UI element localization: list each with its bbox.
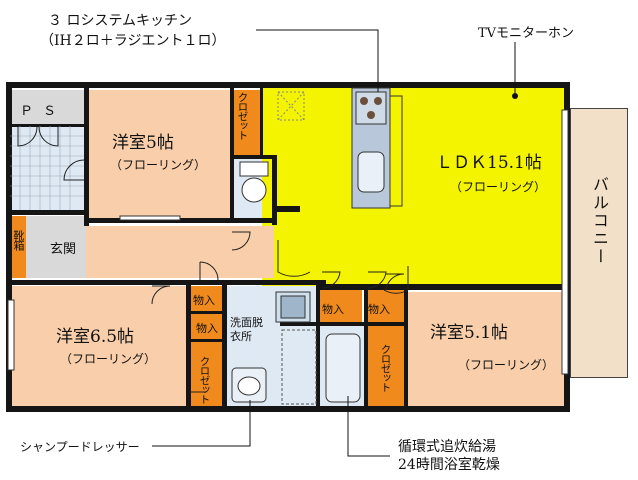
storage-3 xyxy=(318,290,362,324)
wall-closet-right xyxy=(260,86,263,158)
callout-bath-line1: 循環式追炊給湯 xyxy=(398,439,496,455)
label-western-5-floor: （フローリング） xyxy=(110,158,207,172)
ps-vent xyxy=(277,91,305,121)
toilet-bowl xyxy=(241,177,267,203)
label-ps: ＰＳ xyxy=(20,104,67,119)
label-western-5-1: 洋室5.1帖 xyxy=(430,323,509,343)
wall-storage-divider-2 xyxy=(190,339,224,342)
corridor-tiles xyxy=(10,126,84,212)
label-western-5: 洋室5帖 xyxy=(112,133,174,153)
ps-area xyxy=(10,90,84,126)
storage-4 xyxy=(364,290,406,324)
door-swings xyxy=(17,126,409,393)
room-western-5-1 xyxy=(406,292,566,408)
wall-w5-left xyxy=(84,86,89,226)
wall-storage-divider-1 xyxy=(190,311,224,314)
wall-wash-right xyxy=(316,284,320,410)
room-western-6-5 xyxy=(10,286,190,410)
wall-ldk-bottom xyxy=(316,284,568,290)
wall-storage-right xyxy=(222,280,227,410)
window-ldk xyxy=(561,109,569,375)
callout-kitchen-line2: （IH２ロ＋ラジエント１ロ） xyxy=(40,33,226,49)
callout-bath-line2: 24時間浴室乾燥 xyxy=(398,457,500,473)
label-western-6-5-floor: （フローリング） xyxy=(60,352,157,366)
label-storage-2: 物入 xyxy=(196,322,218,335)
wall-w51-left xyxy=(404,286,408,410)
closet-western-6-5 xyxy=(190,342,224,408)
closet-western-5-1 xyxy=(368,326,406,408)
storage-2 xyxy=(190,314,224,340)
label-ldk-floor: （フローリング） xyxy=(450,180,547,194)
label-entrance: 玄関 xyxy=(50,242,77,257)
label-western-5-1-floor: （フローリング） xyxy=(458,358,555,372)
label-balcony: バルコニー xyxy=(590,176,609,266)
callout-kitchen-line1: ３ ロシステムキッチン xyxy=(48,13,193,29)
callout-line-kitchen xyxy=(256,29,379,92)
outer-wall-left xyxy=(6,82,12,412)
wall-w65-right xyxy=(186,280,191,410)
label-western-6-5: 洋室6.5帖 xyxy=(56,327,135,347)
wall-closet-left xyxy=(230,86,234,222)
kitchen-sink xyxy=(357,151,385,193)
label-shoebox: 靴箱 xyxy=(12,230,25,250)
callout-line-dresser xyxy=(152,400,251,447)
label-storage-4: 物入 xyxy=(368,303,390,316)
window-west xyxy=(7,299,15,371)
wall-ldk-stub xyxy=(272,206,300,212)
wall-bath-top xyxy=(280,322,408,326)
tile-grid xyxy=(10,126,84,210)
bathtub xyxy=(325,333,361,403)
callout-line-bath xyxy=(347,396,390,457)
callout-dresser: シャンプードレッサー xyxy=(20,440,140,454)
hallway xyxy=(86,226,274,278)
label-washroom: 洗面脱衣所 xyxy=(230,316,263,344)
wall-toilet-top xyxy=(230,155,276,159)
toilet-tank xyxy=(239,161,269,177)
outer-wall-bottom xyxy=(6,406,570,412)
wall-hall-top-left xyxy=(10,210,86,215)
balcony xyxy=(570,108,628,378)
entrance-area xyxy=(26,216,86,278)
outer-wall-top xyxy=(6,82,570,88)
room-western-5 xyxy=(88,90,234,218)
wall-bath-right xyxy=(364,286,368,410)
label-closet-w65: クロゼット xyxy=(198,356,211,404)
label-closet-w51: クロゼット xyxy=(379,344,392,392)
label-storage-3: 物入 xyxy=(322,303,344,316)
label-closet-w5: クロゼット xyxy=(236,92,249,140)
closet-western-5 xyxy=(234,90,260,156)
wall-toilet-right xyxy=(272,155,277,225)
label-ldk: ＬＤＫ15.1帖 xyxy=(436,153,542,173)
storage-1 xyxy=(190,286,224,312)
wall-hall-bottom xyxy=(10,280,326,285)
wall-ps-bottom xyxy=(10,124,86,127)
shoebox xyxy=(10,216,26,278)
label-storage-1: 物入 xyxy=(193,294,215,307)
callout-tv: TVモニターホン xyxy=(478,26,575,41)
